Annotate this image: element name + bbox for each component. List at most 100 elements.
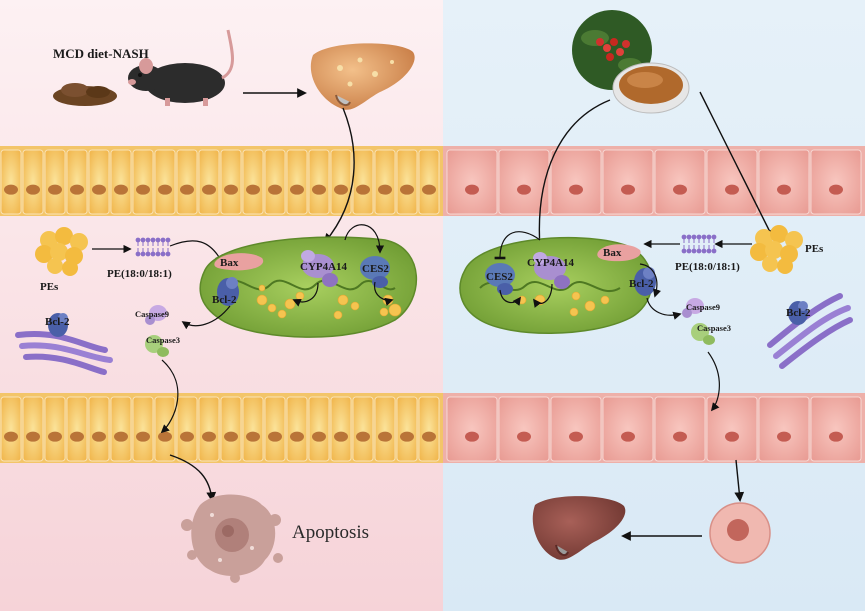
epithelial-cell	[654, 396, 706, 462]
epithelial-cell	[758, 396, 810, 462]
lipid-head	[155, 251, 161, 257]
cyp-loop-arrow-right	[532, 283, 553, 308]
cell-nucleus	[829, 184, 843, 195]
cell-nucleus	[70, 431, 84, 442]
lipid-head	[701, 234, 707, 240]
cell-nucleus	[356, 431, 370, 442]
bcl2-label: Bcl-2	[212, 294, 237, 306]
pes-label-right: PEs	[805, 243, 824, 255]
lipid-droplet	[284, 298, 296, 310]
lipid-head	[696, 248, 702, 254]
cell-nucleus	[246, 431, 260, 442]
cell-nucleus	[569, 431, 583, 442]
cell-nucleus	[517, 431, 531, 442]
cyp4a14-protein-right	[533, 252, 570, 289]
cell-nucleus	[356, 184, 370, 195]
cell-nucleus	[268, 184, 282, 195]
lipid-droplet	[388, 303, 402, 317]
phospholipid-bilayer-icon-right	[681, 234, 717, 254]
epithelial-cell	[308, 396, 330, 462]
epithelial-cell	[810, 149, 862, 215]
epithelial-cell	[810, 396, 862, 462]
lipid-droplet	[350, 301, 360, 311]
lipid-head	[145, 251, 151, 257]
epithelial-cell	[654, 149, 706, 215]
epithelial-cell	[242, 149, 264, 215]
mouse-icon	[128, 29, 234, 106]
caspase3-protein	[145, 335, 169, 357]
epithelial-cell	[132, 149, 154, 215]
cell-nucleus	[725, 431, 739, 442]
cell-nucleus	[422, 431, 436, 442]
lipid-head	[701, 248, 707, 254]
cell-nucleus	[621, 431, 635, 442]
cell-nucleus	[4, 431, 18, 442]
herbal-extract-powder-icon	[612, 62, 690, 114]
cell-nucleus	[725, 184, 739, 195]
epithelial-cell	[132, 396, 154, 462]
cell-nucleus	[136, 431, 150, 442]
epithelial-cell	[44, 149, 66, 215]
lipid-head	[160, 237, 166, 243]
epithelial-cell	[352, 149, 374, 215]
cell-nucleus	[224, 184, 238, 195]
apoptosis-label: Apoptosis	[292, 522, 369, 543]
epithelial-cell	[198, 149, 220, 215]
ces-label-right: CES2	[486, 271, 513, 283]
epithelial-cell	[550, 396, 602, 462]
epithelial-cell	[110, 396, 132, 462]
lipid-head	[681, 248, 687, 254]
bax-protein-right	[597, 244, 641, 262]
epithelial-cell	[446, 149, 498, 215]
liver-to-cyp-arrow	[323, 107, 355, 244]
lipid-head	[135, 237, 141, 243]
diet-pellets-icon	[53, 83, 117, 106]
cell-nucleus	[180, 184, 194, 195]
right-bottom-epithelium	[443, 391, 865, 463]
epithelial-cell	[308, 149, 330, 215]
ces-loop-arrow	[373, 281, 394, 306]
cell-nucleus	[136, 184, 150, 195]
epithelial-cell	[550, 149, 602, 215]
cell-nucleus	[224, 431, 238, 442]
epithelial-cell	[0, 396, 22, 462]
epithelial-cell	[88, 149, 110, 215]
cell-nucleus	[312, 184, 326, 195]
lipid-droplet	[258, 284, 266, 292]
extract-inhibit-cyp	[533, 99, 611, 250]
model-label: MCD diet-NASH	[53, 46, 149, 61]
bcl2-free-protein-right	[788, 301, 808, 325]
caspase9-label-right: Caspase9	[686, 302, 720, 312]
cell-nucleus	[334, 431, 348, 442]
pe-species-label-right: PE(18:0/18:1)	[675, 261, 740, 273]
epithelial-cell	[352, 396, 374, 462]
er-membrane-right	[767, 293, 853, 369]
cell-nucleus	[158, 431, 172, 442]
lipid-head	[681, 234, 687, 240]
epithelial-cell	[758, 149, 810, 215]
epithelial-cell	[396, 149, 418, 215]
lipid-head	[150, 251, 156, 257]
epithelial-cell	[264, 396, 286, 462]
pes-label: PEs	[40, 281, 59, 293]
epithelial-cell	[374, 396, 396, 462]
bcl2-free-label: Bcl-2	[45, 316, 70, 328]
cell-nucleus	[70, 184, 84, 195]
lipid-droplet	[337, 294, 349, 306]
cell-nucleus	[378, 184, 392, 195]
lipid-droplet	[333, 310, 343, 320]
bcl2-to-casp-arrow	[181, 305, 231, 330]
bax-label-right: Bax	[603, 247, 622, 259]
epithelial-cell	[220, 396, 242, 462]
lipid-droplet	[256, 294, 268, 306]
left-bottom-epithelium	[0, 391, 443, 463]
cell-nucleus	[180, 431, 194, 442]
lipid-head	[711, 248, 717, 254]
bax-protein	[214, 253, 264, 271]
epithelial-cell	[66, 149, 88, 215]
lipid-head	[140, 251, 146, 257]
cell-nucleus	[48, 184, 62, 195]
lipid-droplet	[267, 303, 277, 313]
cyp-label: CYP4A14	[300, 261, 348, 273]
